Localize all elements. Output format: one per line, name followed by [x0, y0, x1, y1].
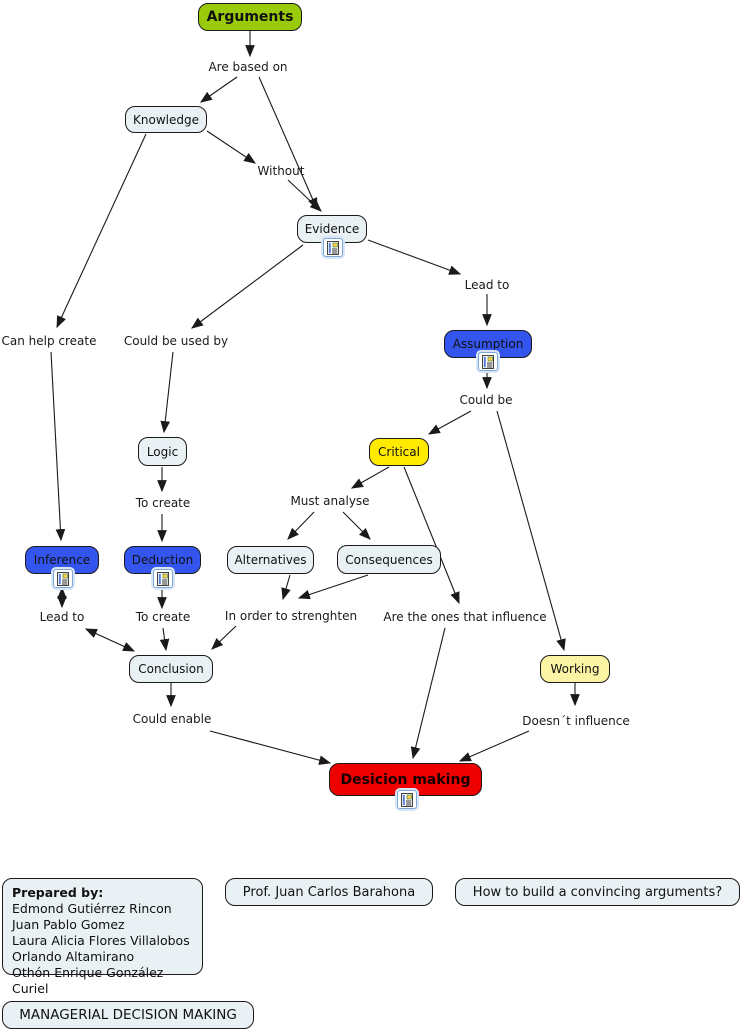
edge — [191, 244, 304, 329]
phrase-to-create-deduction[interactable]: To create — [135, 610, 191, 624]
phrase-could-be[interactable]: Could be — [459, 393, 513, 407]
phrase-lead-to-assumption[interactable]: Lead to — [464, 278, 510, 292]
edge — [403, 466, 460, 605]
edge — [200, 76, 238, 103]
phrase-are-based-on[interactable]: Are based on — [208, 60, 288, 74]
edge — [281, 574, 291, 601]
edge — [367, 239, 462, 275]
phrase-can-help-create[interactable]: Can help create — [1, 334, 97, 348]
resource-document-icon — [57, 571, 69, 586]
node-conclusion[interactable]: Conclusion — [129, 655, 213, 683]
node-assumption[interactable]: Assumption — [444, 330, 532, 358]
resource-icon[interactable] — [397, 790, 417, 809]
prepared-by-name: Laura Alicia Flores Villalobos — [12, 933, 190, 948]
edge — [206, 130, 257, 164]
resource-document-icon — [482, 354, 494, 369]
resource-document-icon — [157, 571, 169, 586]
phrase-lead-to-inference[interactable]: Lead to — [39, 610, 85, 624]
node-working[interactable]: Working — [540, 655, 610, 683]
edge — [410, 627, 446, 760]
phrase-doesnt-influence[interactable]: Doesn´t influence — [522, 714, 630, 728]
edge — [496, 410, 566, 652]
edge — [211, 625, 237, 650]
edge — [258, 76, 318, 211]
node-inference[interactable]: Inference — [25, 546, 99, 574]
prepared-by-box[interactable]: Prepared by: Edmond Gutiérrez Rincon Jua… — [2, 878, 203, 996]
resource-document-icon — [401, 792, 413, 807]
phrase-must-analyse[interactable]: Must analyse — [290, 494, 370, 508]
course-title-box[interactable]: MANAGERIAL DECISION MAKING — [2, 1001, 254, 1029]
prepared-by-name: Orlando Altamirano — [12, 949, 135, 964]
resource-icon[interactable] — [478, 352, 498, 371]
node-consequences[interactable]: Consequences — [337, 545, 441, 574]
prepared-by-title: Prepared by: — [12, 885, 104, 900]
edge — [56, 133, 147, 329]
phrase-could-enable[interactable]: Could enable — [132, 712, 212, 726]
edge — [84, 628, 136, 652]
edge — [287, 511, 315, 540]
resource-document-icon — [327, 240, 339, 255]
phrase-to-create-logic[interactable]: To create — [135, 496, 191, 510]
prepared-by-name: Juan Pablo Gomez — [12, 917, 125, 932]
node-critical[interactable]: Critical — [369, 438, 429, 466]
edge — [427, 410, 472, 435]
node-knowledge[interactable]: Knowledge — [125, 106, 207, 133]
edge — [209, 730, 332, 765]
phrase-could-be-used-by[interactable]: Could be used by — [123, 334, 229, 348]
resource-icon[interactable] — [53, 569, 73, 588]
edge — [350, 466, 390, 489]
node-arguments[interactable]: Arguments — [198, 3, 302, 31]
resource-icon[interactable] — [323, 238, 343, 257]
phrase-without[interactable]: Without — [257, 164, 305, 178]
prepared-by-name: Othón Enrique González Curiel — [12, 965, 164, 996]
phrase-are-the-ones-that-influence[interactable]: Are the ones that influence — [383, 610, 547, 624]
edge — [287, 179, 322, 212]
edge — [159, 627, 170, 652]
node-logic[interactable]: Logic — [138, 437, 187, 466]
node-deduction[interactable]: Deduction — [124, 546, 201, 574]
edge — [342, 511, 371, 540]
edge — [50, 351, 66, 542]
node-alternatives[interactable]: Alternatives — [227, 546, 314, 574]
question-box[interactable]: How to build a convincing arguments? — [455, 878, 740, 906]
professor-box[interactable]: Prof. Juan Carlos Barahona — [225, 878, 433, 906]
prepared-by-name: Edmond Gutiérrez Rincon — [12, 901, 172, 916]
edge — [297, 574, 369, 600]
phrase-in-order-to-strenghten[interactable]: In order to strenghten — [224, 609, 358, 623]
edge — [458, 730, 530, 762]
edge — [160, 351, 174, 434]
resource-icon[interactable] — [153, 569, 173, 588]
